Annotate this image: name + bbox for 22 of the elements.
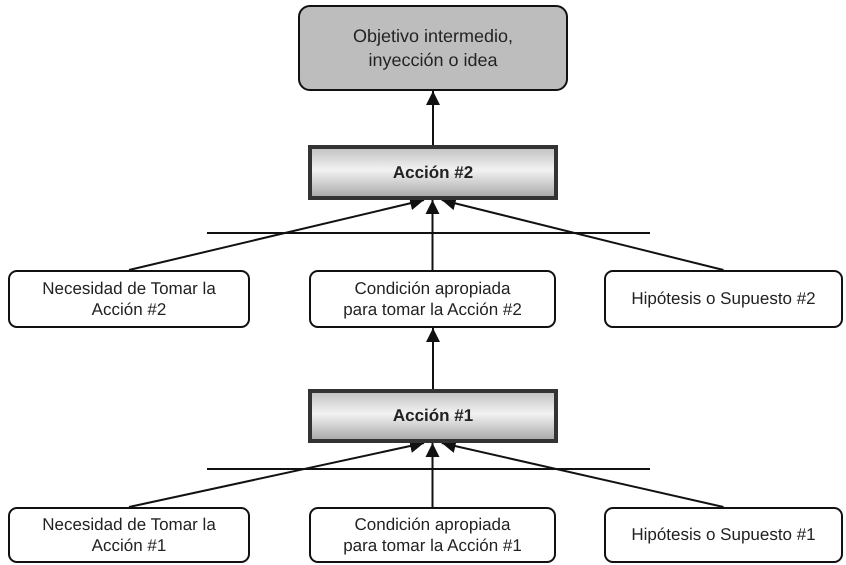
arrow <box>426 200 440 270</box>
condition-box <box>8 270 250 328</box>
box-label: Necesidad de Tomar la Acción #2 <box>41 278 217 320</box>
action-box <box>308 389 558 443</box>
arrow <box>426 91 440 145</box>
condition-box <box>309 507 556 563</box>
condition-box <box>604 507 843 563</box>
box-label: Hipótesis o Supuesto #1 <box>631 524 816 546</box>
box-label: Condición apropiada para tomar la Acción #2 <box>342 278 523 320</box>
arrow <box>426 328 440 389</box>
condition-box <box>604 270 843 328</box>
box-label: Hipótesis o Supuesto #2 <box>631 288 816 310</box>
action-box <box>308 145 558 200</box>
arrow <box>426 443 440 507</box>
condition-box <box>8 507 250 563</box>
box-label: Necesidad de Tomar la Acción #1 <box>41 514 217 556</box>
box-label: Acción #2 <box>392 162 474 182</box>
box-label: Acción #1 <box>392 406 474 426</box>
condition-box <box>309 270 556 328</box>
box-label: Objetivo intermedio, inyección o idea <box>352 24 514 72</box>
box-label: Condición apropiada para tomar la Acción #1 <box>342 514 523 556</box>
goal-box <box>298 5 568 91</box>
